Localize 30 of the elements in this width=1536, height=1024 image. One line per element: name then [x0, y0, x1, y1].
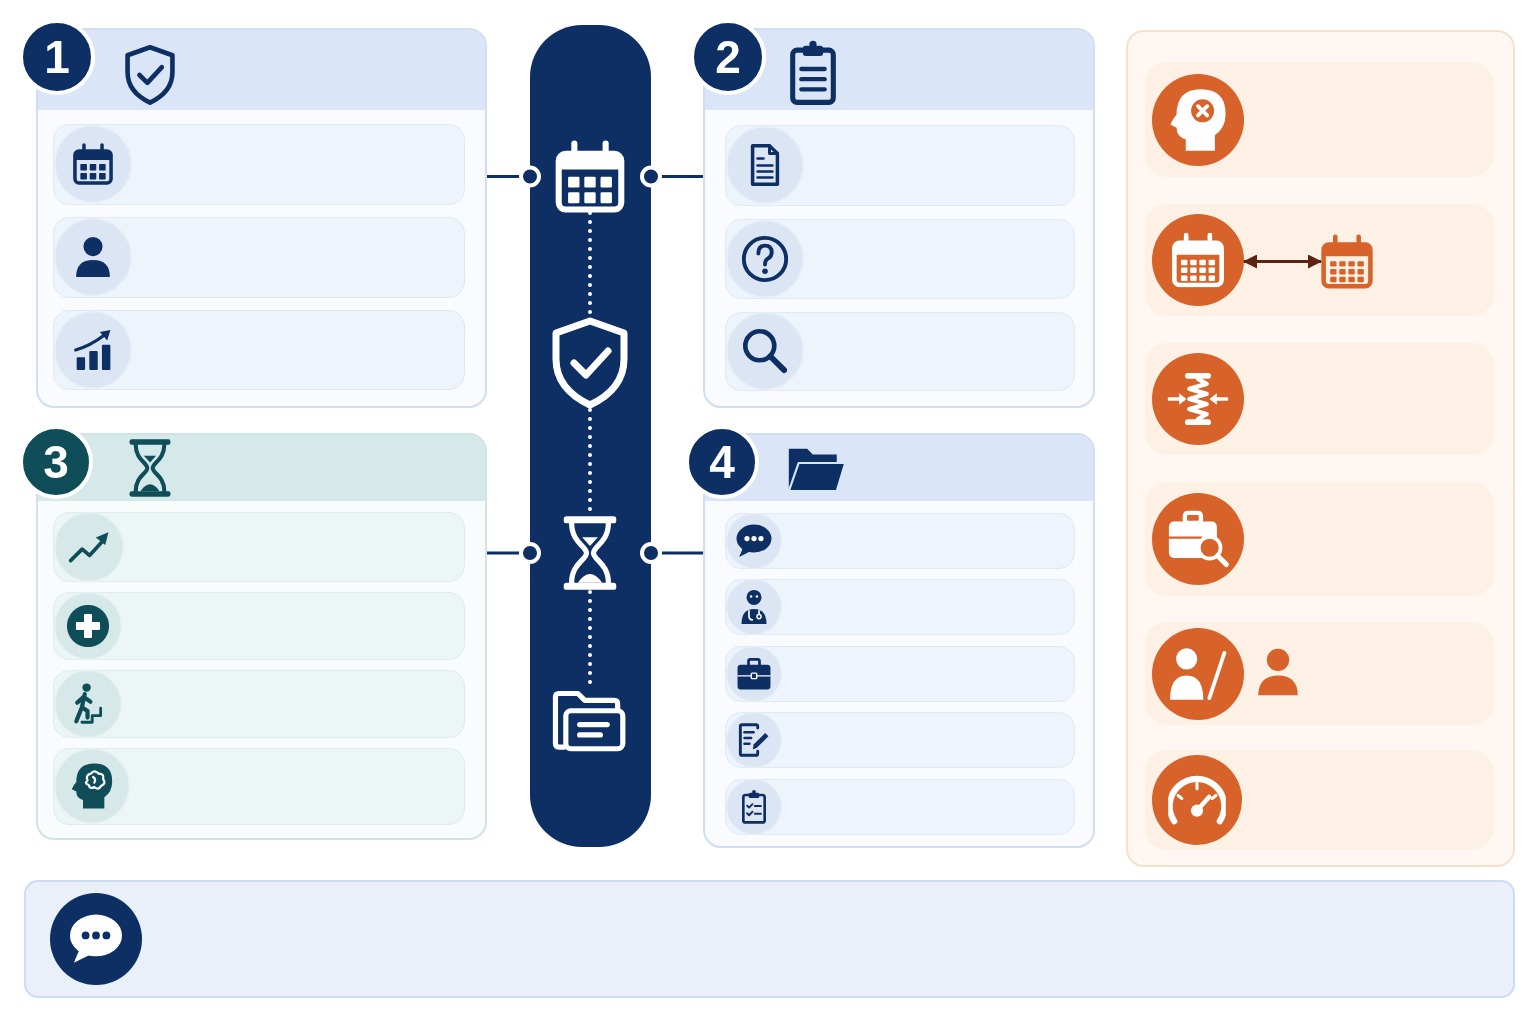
list-row	[725, 712, 1075, 768]
list-row	[1145, 343, 1494, 455]
side-panel	[1126, 30, 1515, 867]
list-row	[725, 513, 1075, 569]
list-row	[725, 312, 1075, 391]
list-row	[725, 125, 1075, 206]
list-row	[53, 124, 465, 205]
list-row	[53, 670, 465, 738]
calendar-icon	[555, 140, 625, 213]
list-row	[1145, 750, 1494, 850]
list-row	[1145, 622, 1494, 725]
calendar-icon	[1321, 234, 1373, 289]
list-row	[725, 646, 1075, 702]
list-row	[53, 748, 465, 825]
shield-check-icon	[551, 316, 629, 410]
list-row	[53, 310, 465, 390]
double-arrow	[1243, 254, 1322, 269]
list-row	[53, 512, 465, 582]
list-row	[53, 592, 465, 660]
footer-bar	[24, 880, 1515, 998]
list-row	[725, 219, 1075, 299]
list-row	[725, 779, 1075, 835]
list-row	[725, 579, 1075, 635]
folder-document-icon	[552, 690, 628, 754]
list-row	[1145, 62, 1494, 177]
hourglass-icon	[562, 514, 618, 592]
list-row	[1145, 204, 1494, 316]
list-row	[53, 217, 465, 298]
calendar-icon	[1152, 214, 1244, 306]
list-row	[1145, 482, 1494, 596]
